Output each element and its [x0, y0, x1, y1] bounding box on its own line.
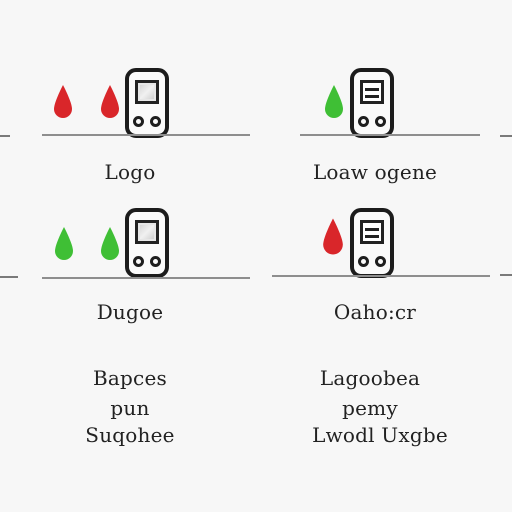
card-baseline	[42, 134, 250, 136]
meter-button-icon	[375, 256, 386, 267]
edge-mark-left-bottom	[0, 276, 18, 278]
caption-line: pun	[110, 396, 150, 420]
meter-button-icon	[133, 256, 144, 267]
edge-mark-right-bottom	[500, 274, 512, 276]
meter-button-icon	[150, 256, 161, 267]
caption-line: pemy	[342, 396, 398, 420]
meter-button-icon	[150, 116, 161, 127]
glucose-meter-icon	[125, 68, 169, 138]
card-label: Oaho:cr	[333, 300, 417, 324]
green-drop-icon	[53, 226, 75, 262]
meter-button-icon	[133, 116, 144, 127]
meter-screen	[360, 80, 384, 104]
caption-line: Bapces	[93, 366, 167, 390]
meter-screen	[135, 220, 159, 244]
meter-button-icon	[375, 116, 386, 127]
edge-mark-left-top	[0, 135, 10, 137]
green-drop-icon	[323, 84, 345, 120]
red-drop-icon	[52, 84, 74, 120]
glucose-meter-icon	[125, 208, 169, 278]
card-baseline	[272, 275, 490, 277]
caption-line: Lwodl Uxgbe	[312, 423, 448, 447]
caption-line: Suqohee	[85, 423, 175, 447]
card-label: Dugoe	[96, 300, 164, 324]
glucose-meter-icon	[350, 68, 394, 138]
red-drop-icon	[99, 84, 121, 120]
red-drop-icon	[321, 214, 345, 260]
card-baseline	[300, 134, 480, 136]
glucose-meter-icon	[350, 208, 394, 278]
card-baseline	[42, 277, 250, 279]
edge-mark-right-top	[500, 135, 512, 137]
meter-button-icon	[358, 256, 369, 267]
meter-screen	[360, 220, 384, 244]
meter-screen	[135, 80, 159, 104]
caption-line: Lagoobea	[319, 366, 421, 390]
meter-button-icon	[358, 116, 369, 127]
card-label: Logo	[104, 160, 156, 184]
green-drop-icon	[99, 226, 121, 262]
card-label: Loaw ogene	[312, 160, 438, 184]
